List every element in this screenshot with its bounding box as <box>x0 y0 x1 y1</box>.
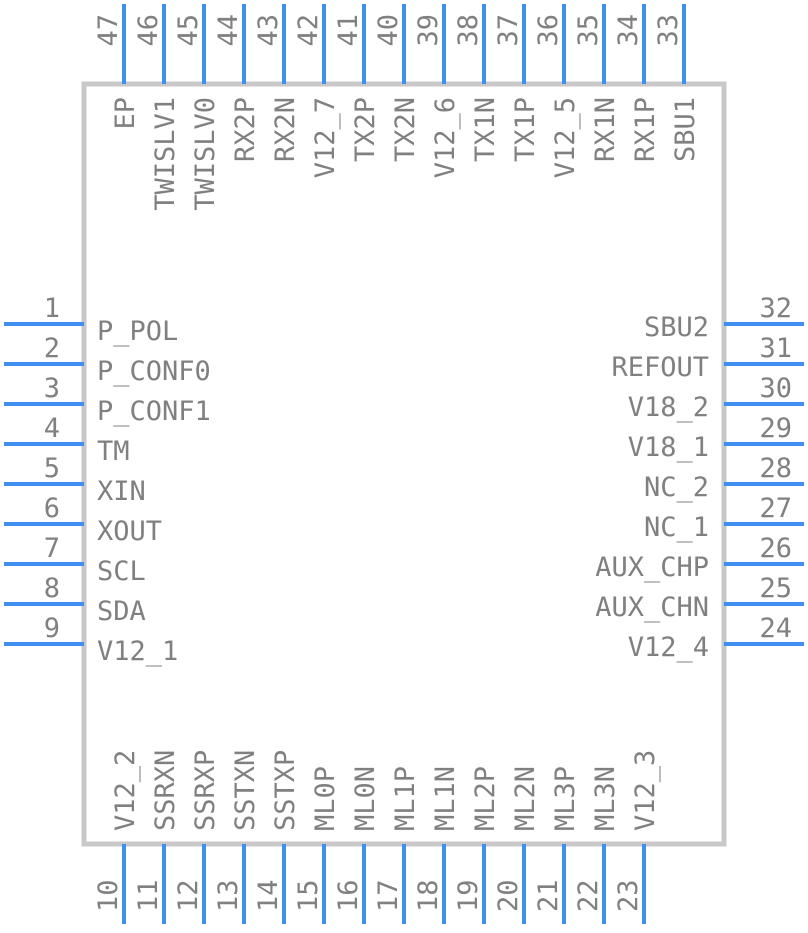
pin-name-29: V18_1 <box>628 432 709 463</box>
pin-name-4: TM <box>97 436 130 467</box>
pin-number-7: 7 <box>44 533 60 564</box>
pin-name-34: RX1P <box>630 97 661 162</box>
pin-name-20: ML2N <box>510 766 541 831</box>
pin-name-41: TX2P <box>350 97 381 162</box>
pin-number-45: 45 <box>173 14 204 47</box>
pin-number-14: 14 <box>253 879 284 912</box>
pin-name-23: V12_3 <box>630 750 661 831</box>
pin-name-15: ML0P <box>310 766 341 831</box>
pin-name-5: XIN <box>97 476 146 507</box>
pin-number-39: 39 <box>413 14 444 47</box>
pin-number-12: 12 <box>173 879 204 912</box>
pin-name-3: P_CONF1 <box>97 396 211 427</box>
pin-name-9: V12_1 <box>97 636 178 667</box>
pin-name-31: REFOUT <box>611 352 709 383</box>
pin-name-42: V12_7 <box>310 97 341 178</box>
pin-name-14: SSTXP <box>270 750 301 831</box>
pin-name-36: V12_5 <box>550 97 581 178</box>
pin-name-25: AUX_CHN <box>595 592 709 623</box>
pin-number-6: 6 <box>44 493 60 524</box>
pin-name-32: SBU2 <box>644 312 709 343</box>
pin-number-24: 24 <box>759 613 792 644</box>
pin-name-30: V18_2 <box>628 392 709 423</box>
pin-name-44: RX2P <box>230 97 261 162</box>
pin-number-11: 11 <box>133 879 164 912</box>
pin-number-25: 25 <box>759 573 792 604</box>
pin-name-17: ML1P <box>390 766 421 831</box>
pin-number-2: 2 <box>44 333 60 364</box>
pin-number-46: 46 <box>133 14 164 47</box>
pin-name-39: V12_6 <box>430 97 461 178</box>
pin-number-29: 29 <box>759 413 792 444</box>
pin-number-17: 17 <box>373 879 404 912</box>
pin-name-18: ML1N <box>430 766 461 831</box>
pin-name-46: TWISLV1 <box>150 97 181 211</box>
pin-name-38: TX1N <box>470 97 501 162</box>
pin-name-16: ML0N <box>350 766 381 831</box>
pin-number-31: 31 <box>759 333 792 364</box>
pin-number-33: 33 <box>653 14 684 47</box>
pin-number-30: 30 <box>759 373 792 404</box>
pin-number-5: 5 <box>44 453 60 484</box>
pin-number-8: 8 <box>44 573 60 604</box>
pin-number-34: 34 <box>613 14 644 47</box>
pin-number-42: 42 <box>293 14 324 47</box>
ic-body <box>81 81 727 847</box>
pin-number-41: 41 <box>333 14 364 47</box>
pin-name-22: ML3N <box>590 766 621 831</box>
pin-number-1: 1 <box>44 293 60 324</box>
pin-number-38: 38 <box>453 14 484 47</box>
pin-name-24: V12_4 <box>628 632 709 663</box>
pin-name-10: V12_2 <box>110 750 141 831</box>
pin-number-20: 20 <box>493 879 524 912</box>
pin-name-45: TWISLV0 <box>190 97 221 211</box>
pin-name-12: SSRXP <box>190 750 221 831</box>
pin-number-35: 35 <box>573 14 604 47</box>
pin-number-40: 40 <box>373 14 404 47</box>
pin-number-44: 44 <box>213 14 244 47</box>
pin-number-4: 4 <box>44 413 60 444</box>
pin-number-16: 16 <box>333 879 364 912</box>
pin-number-27: 27 <box>759 493 792 524</box>
pin-number-32: 32 <box>759 293 792 324</box>
pin-name-28: NC_2 <box>644 472 709 503</box>
pin-number-28: 28 <box>759 453 792 484</box>
pins-layer: 1P_POL2P_CONF03P_CONF14TM5XIN6XOUT7SCL8S… <box>4 4 804 924</box>
pin-name-8: SDA <box>97 596 146 627</box>
pin-number-21: 21 <box>533 879 564 912</box>
pin-number-19: 19 <box>453 879 484 912</box>
pin-number-10: 10 <box>93 879 124 912</box>
pin-name-21: ML3P <box>550 766 581 831</box>
pin-name-35: RX1N <box>590 97 621 162</box>
pin-name-40: TX2N <box>390 97 421 162</box>
pin-name-19: ML2P <box>470 766 501 831</box>
pin-name-1: P_POL <box>97 316 178 347</box>
pin-number-36: 36 <box>533 14 564 47</box>
pin-name-37: TX1P <box>510 97 541 162</box>
pin-name-13: SSTXN <box>230 750 261 831</box>
pin-name-43: RX2N <box>270 97 301 162</box>
pin-name-27: NC_1 <box>644 512 709 543</box>
pin-number-18: 18 <box>413 879 444 912</box>
pin-name-7: SCL <box>97 556 146 587</box>
pin-number-23: 23 <box>613 879 644 912</box>
pin-number-9: 9 <box>44 613 60 644</box>
pin-name-47: EP <box>110 97 141 130</box>
pin-name-26: AUX_CHP <box>595 552 709 583</box>
pin-number-37: 37 <box>493 14 524 47</box>
pin-number-22: 22 <box>573 879 604 912</box>
pin-name-11: SSRXN <box>150 750 181 831</box>
pin-name-2: P_CONF0 <box>97 356 211 387</box>
pin-number-3: 3 <box>44 373 60 404</box>
pin-name-33: SBU1 <box>670 97 701 162</box>
pin-number-26: 26 <box>759 533 792 564</box>
pin-number-15: 15 <box>293 879 324 912</box>
pin-number-43: 43 <box>253 14 284 47</box>
pin-number-13: 13 <box>213 879 244 912</box>
pin-name-6: XOUT <box>97 516 162 547</box>
pin-number-47: 47 <box>93 14 124 47</box>
